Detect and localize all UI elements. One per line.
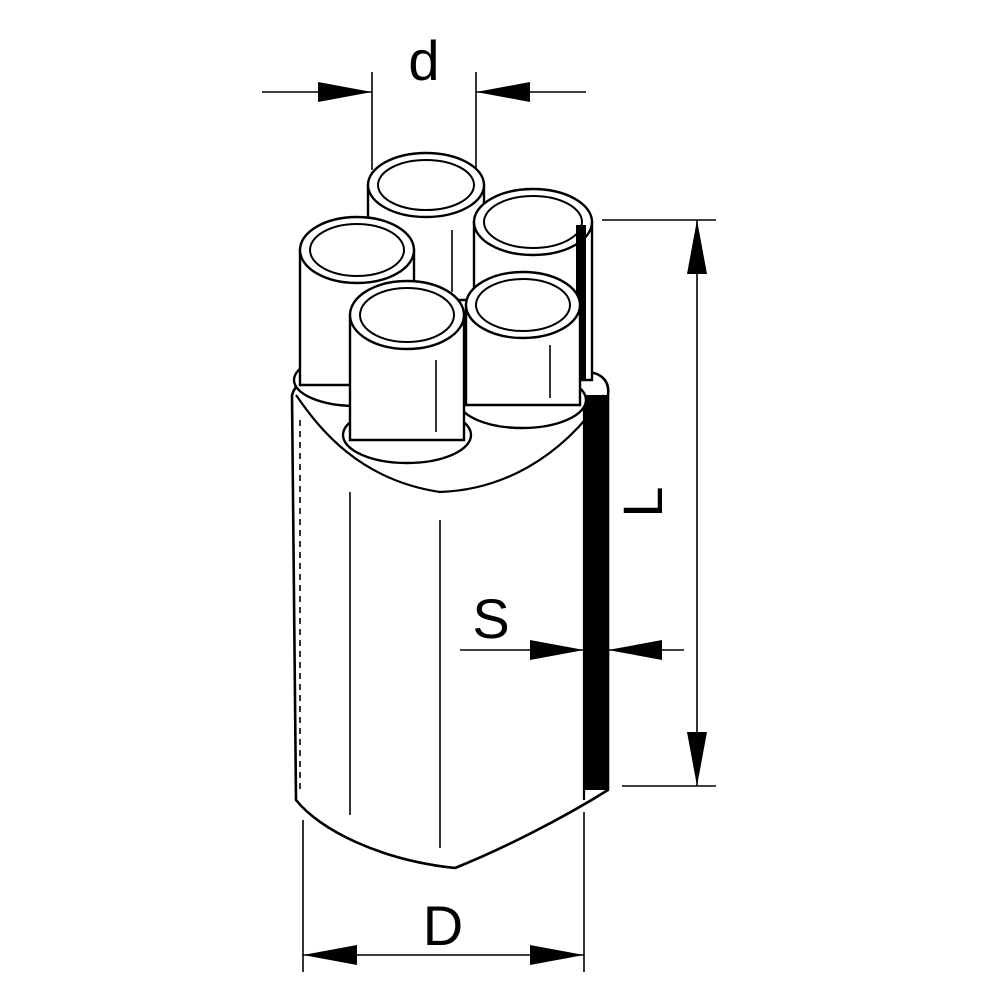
dimension-s: S	[460, 587, 684, 660]
tube-front-right	[456, 270, 588, 430]
dimension-outer-d: D	[302, 812, 585, 972]
label-d: d	[408, 29, 439, 92]
label-s: S	[472, 587, 509, 650]
tube-front-left	[341, 279, 473, 465]
dimension-d: d	[262, 29, 586, 170]
label-l: L	[611, 486, 674, 517]
dimension-l: L	[602, 219, 716, 787]
wall-thickness-stripe	[584, 395, 608, 790]
sleeve-body	[290, 370, 610, 870]
label-outer-d: D	[423, 894, 463, 957]
